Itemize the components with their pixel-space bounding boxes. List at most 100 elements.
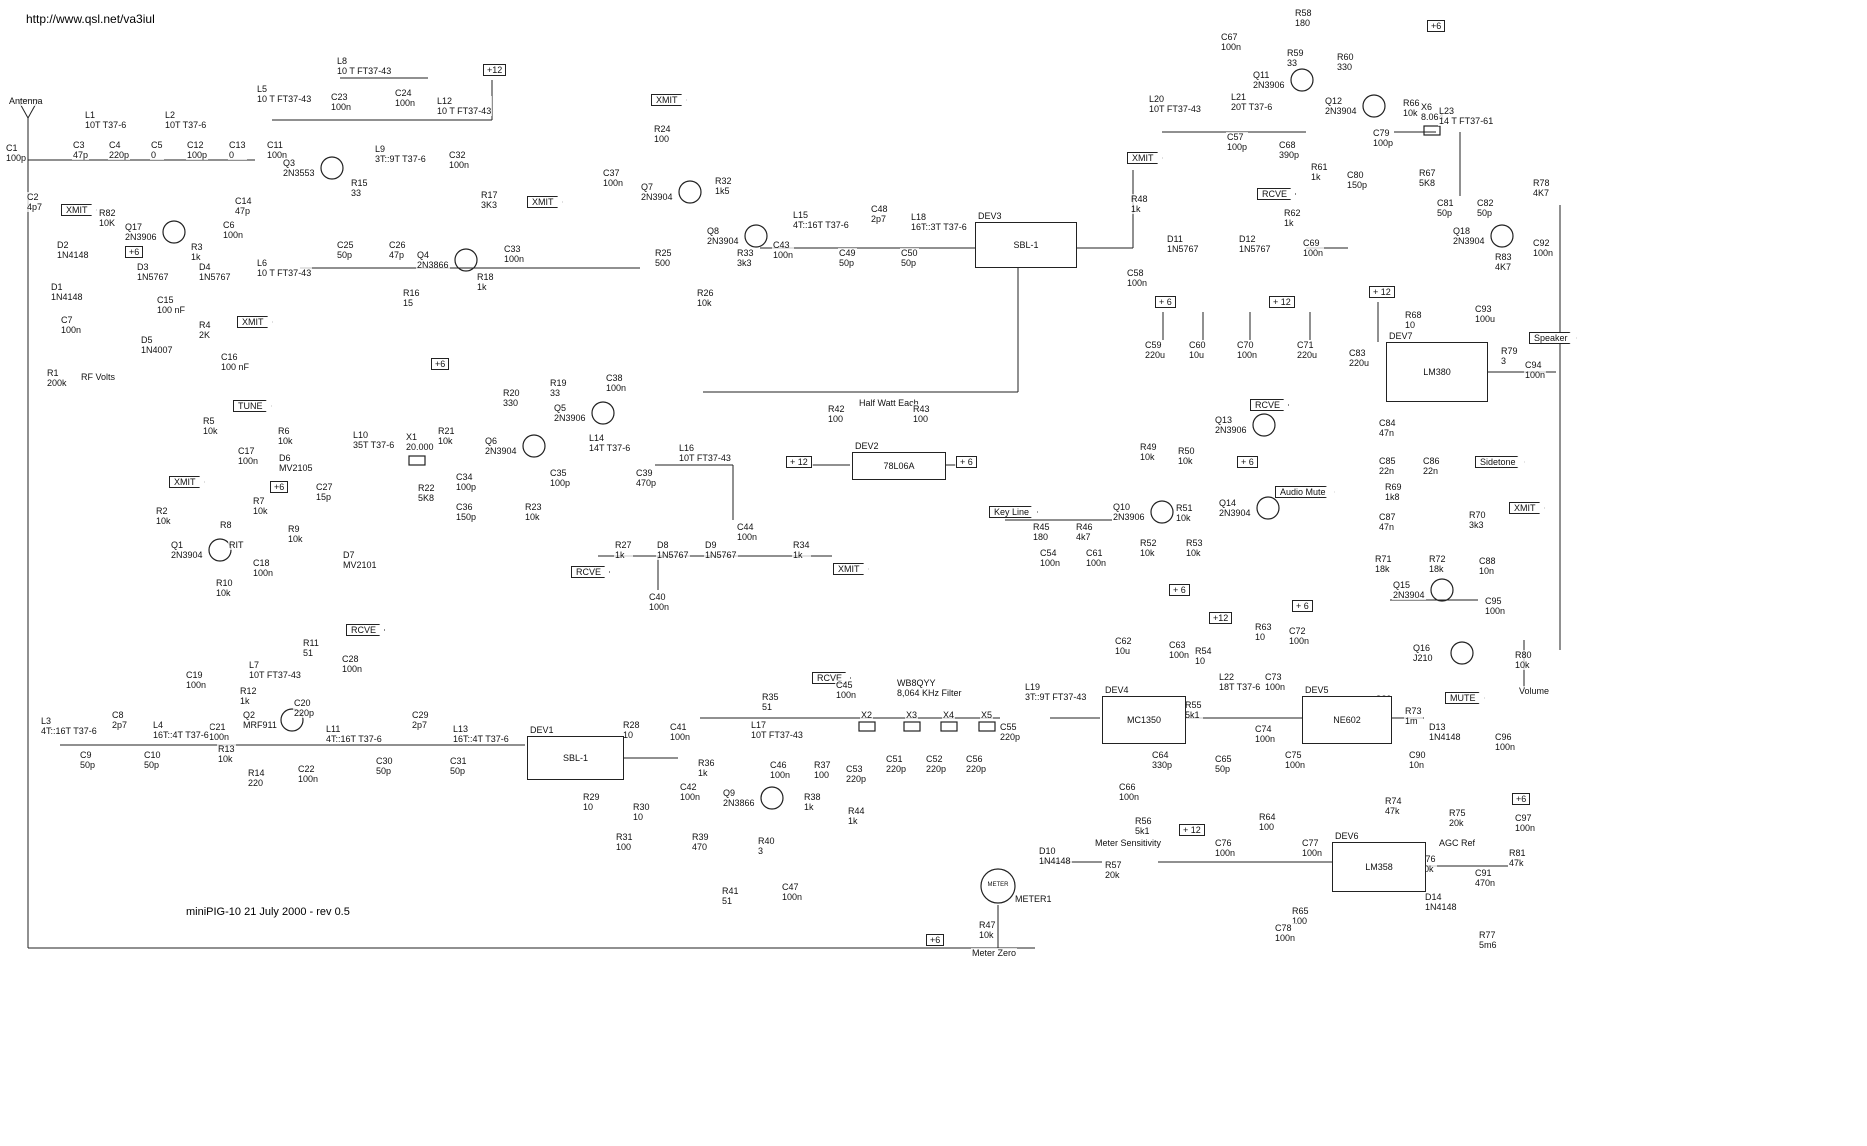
ic-ref: DEV2 bbox=[855, 441, 879, 451]
crystal-symbol-x3 bbox=[903, 721, 921, 732]
signal-flag-sidetone: Sidetone bbox=[1474, 456, 1526, 468]
power-label: + 6 bbox=[1168, 584, 1191, 596]
signal-flag-key-line: Key Line bbox=[988, 506, 1040, 518]
ic-value: 78L06A bbox=[883, 461, 915, 471]
part-x4: X4 bbox=[942, 710, 956, 720]
schematic-caption: miniPIG-10 21 July 2000 - rev 0.5 bbox=[186, 906, 350, 918]
power-label: +6 bbox=[925, 934, 946, 946]
part-antenna: Antenna bbox=[8, 96, 44, 106]
transistor-symbol-q9 bbox=[760, 786, 784, 810]
part-x5: X5 bbox=[980, 710, 994, 720]
signal-flag-xmit: XMIT bbox=[1508, 502, 1546, 514]
ic-78l06a: DEV2 78L06A bbox=[852, 441, 946, 480]
transistor-symbol-q16 bbox=[1450, 641, 1474, 665]
transistor-symbol-q2 bbox=[280, 708, 304, 732]
ic-value: SBL-1 bbox=[1013, 240, 1039, 250]
transistor-symbol-q10 bbox=[1150, 500, 1174, 524]
transistor-symbol-q4 bbox=[454, 248, 478, 272]
part-rf-volts: RF Volts bbox=[80, 372, 117, 382]
part-half-watt-each: Half Watt Each bbox=[858, 398, 920, 408]
part-meter-zero: Meter Zero bbox=[971, 948, 1018, 958]
ic-ref: DEV5 bbox=[1305, 685, 1329, 695]
signal-flag-tune: TUNE bbox=[232, 400, 273, 412]
power-label: + 12 bbox=[1368, 286, 1396, 298]
power-label: +6 bbox=[430, 358, 451, 370]
power-label: +6 bbox=[269, 481, 290, 493]
ic-ref: DEV7 bbox=[1389, 331, 1413, 341]
